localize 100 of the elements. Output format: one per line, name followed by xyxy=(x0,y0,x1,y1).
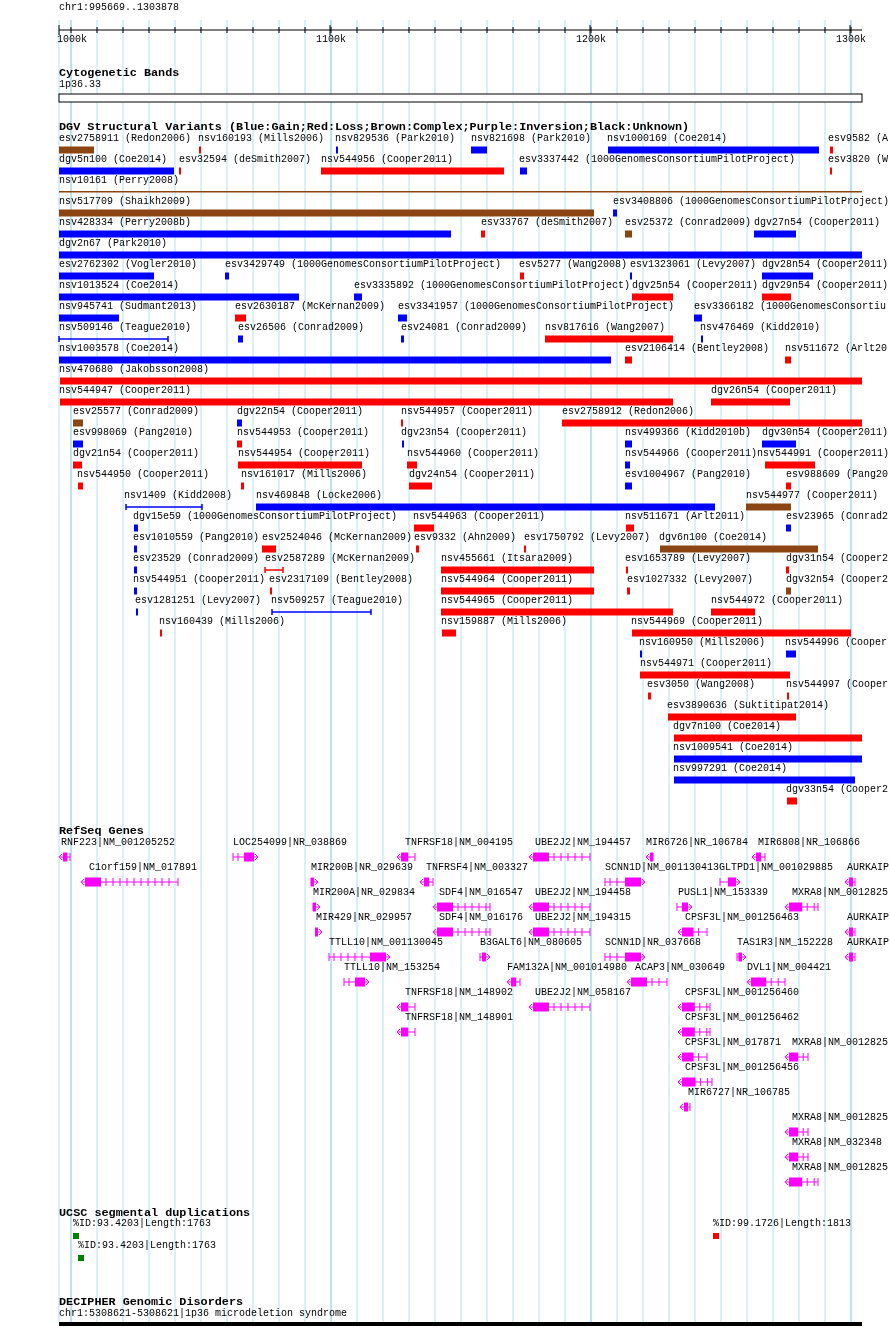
variant-label: dgv29n54 (Cooper2011) xyxy=(762,280,889,292)
variant-label: esv1653789 (Levy2007) xyxy=(625,553,752,565)
gene-label: SCNN1D|NR_037668 xyxy=(605,937,701,949)
gene-label: MIR6727|NR_106785 xyxy=(688,1087,791,1099)
gene-label: CPSF3L|NM_001256462 xyxy=(685,1012,800,1024)
gene-label: MIR6808|NR_106866 xyxy=(758,837,861,849)
variant-label: nsv544963 (Cooper2011) xyxy=(413,511,546,523)
variant-label: esv25577 (Conrad2009) xyxy=(73,406,200,418)
gene-label: C1orf159|NM_017891 xyxy=(89,862,198,874)
variant-label: nsv997291 (Coe2014) xyxy=(673,763,788,775)
variant-label: nsv544951 (Cooper2011) xyxy=(133,574,266,586)
variant-label: nsv544947 (Cooper2011) xyxy=(59,385,192,397)
variant-label: nsv511671 (Arlt2011) xyxy=(625,511,746,523)
gene-label: AURKAIP xyxy=(847,937,889,949)
variant-label: esv2587289 (McKernan2009) xyxy=(265,553,416,565)
gene-label: CPSF3L|NM_001256456 xyxy=(685,1062,800,1074)
variant-label: dgv32n54 (Cooper2 xyxy=(786,574,889,586)
variant-label: esv998069 (Pang2010) xyxy=(73,427,194,439)
variant-label: dgv5n100 (Coe2014) xyxy=(59,154,168,166)
variant-label: nsv544996 (Cooper xyxy=(785,637,888,649)
variant-label: esv3366182 (1000GenomesConsortiu xyxy=(694,301,887,313)
variant-label: esv1281251 (Levy2007) xyxy=(135,595,262,607)
gene-label: TNFRSF4|NM_003327 xyxy=(426,862,529,874)
variant-label: nsv428334 (Perry2008b) xyxy=(59,217,192,229)
variant-label: esv26506 (Conrad2009) xyxy=(238,322,365,334)
variant-label: nsv509146 (Teague2010) xyxy=(59,322,192,334)
gene-label: UBE2J2|NM_194315 xyxy=(535,912,631,924)
variant-label: nsv829536 (Park2010) xyxy=(335,133,456,145)
variant-label: nsv476469 (Kidd2010) xyxy=(700,322,821,334)
gene-label: DVL1|NM_004421 xyxy=(747,962,831,974)
gene-label: SDF4|NM_016547 xyxy=(439,887,523,899)
variant-label: esv33767 (deSmith2007) xyxy=(481,217,614,229)
variant-label: dgv22n54 (Cooper2011) xyxy=(237,406,364,418)
variant-label: nsv160950 (Mills2006) xyxy=(639,637,766,649)
gene-label: PUSL1|NM_153339 xyxy=(678,887,768,899)
gene-label: AURKAIP xyxy=(847,912,889,924)
gene-label: MXRA8|NM_0012825 xyxy=(792,1037,888,1049)
variant-label: dgv28n54 (Cooper2011) xyxy=(762,259,889,271)
variant-label: nsv160193 (Mills2006) xyxy=(198,133,325,145)
variant-label: esv5277 (Wang2008) xyxy=(519,259,628,271)
variant-label: nsv544957 (Cooper2011) xyxy=(401,406,534,418)
gene-label: SCNN1D|NM_001130413 xyxy=(605,862,720,874)
variant-label: esv1323061 (Levy2007) xyxy=(630,259,757,271)
gene-label: UBE2J2|NM_194458 xyxy=(535,887,631,899)
variant-label: dgv2n67 (Park2010) xyxy=(59,238,168,250)
variant-label: nsv1013524 (Coe2014) xyxy=(59,280,180,292)
gene-label: MIR200A|NR_029834 xyxy=(313,887,416,899)
variant-label: nsv1000169 (Coe2014) xyxy=(607,133,728,145)
variant-label: nsv1003578 (Coe2014) xyxy=(59,343,180,355)
variant-label: dgv23n54 (Cooper2011) xyxy=(401,427,528,439)
gene-label: GLTPD1|NM_001029885 xyxy=(719,862,834,874)
variant-label: nsv544965 (Cooper2011) xyxy=(441,595,574,607)
gene-label: MIR200B|NR_029639 xyxy=(311,862,414,874)
variant-label: esv1010559 (Pang2010) xyxy=(133,532,260,544)
variant-label: nsv817616 (Wang2007) xyxy=(545,322,666,334)
variant-label: esv32594 (deSmith2007) xyxy=(179,154,312,166)
variant-label: esv23529 (Conrad2009) xyxy=(133,553,260,565)
gene-label: TNFRSF18|NM_148901 xyxy=(405,1012,514,1024)
axis-tick-label: 1000k xyxy=(57,34,87,46)
variant-label: esv9332 (Ahn2009) xyxy=(414,532,517,544)
variant-label: esv2106414 (Bentley2008) xyxy=(625,343,770,355)
variant-label: esv24081 (Conrad2009) xyxy=(401,322,528,334)
band-label: 1p36.33 xyxy=(59,79,101,91)
variant-label: nsv10161 (Perry2008) xyxy=(59,175,180,187)
gene-label: MXRA8|NM_0012825 xyxy=(792,1162,888,1174)
variant-label: nsv159887 (Mills2006) xyxy=(441,616,568,628)
variant-label: esv2630187 (McKernan2009) xyxy=(235,301,386,313)
gene-label: LOC254099|NR_038869 xyxy=(233,837,348,849)
variant-label: esv3050 (Wang2008) xyxy=(647,679,756,691)
variant-label: dgv25n54 (Cooper2011) xyxy=(632,280,759,292)
gene-label: AURKAIP xyxy=(847,862,889,874)
variant-label: nsv511672 (Arlt20 xyxy=(785,343,888,355)
variant-label: nsv544954 (Cooper2011) xyxy=(238,448,371,460)
gene-label: MXRA8|NM_0012825 xyxy=(792,1112,888,1124)
variant-label: nsv544964 (Cooper2011) xyxy=(441,574,574,586)
gene-label: TAS1R3|NM_152228 xyxy=(737,937,833,949)
variant-label: nsv544969 (Cooper2011) xyxy=(631,616,764,628)
variant-label: nsv517709 (Shaikh2009) xyxy=(59,196,192,208)
gene-label: MIR429|NR_029957 xyxy=(316,912,412,924)
duplication-label: %ID:99.1726|Length:1813 xyxy=(713,1218,852,1230)
variant-label: nsv161017 (Mills2006) xyxy=(241,469,368,481)
axis-tick-label: 1200k xyxy=(576,34,606,46)
variant-label: dgv6n100 (Coe2014) xyxy=(659,532,768,544)
track-title: DECIPHER Genomic Disorders xyxy=(59,1296,244,1309)
gene-label: CPSF3L|NM_001256460 xyxy=(685,987,800,999)
variant-label: nsv455661 (Itsara2009) xyxy=(441,553,574,565)
variant-label: nsv544997 (Cooper xyxy=(786,679,889,691)
variant-label: dgv31n54 (Cooper2 xyxy=(786,553,889,565)
variant-label: nsv544991 (Cooper2011) xyxy=(757,448,890,460)
variant-label: esv2758911 (Redon2006) xyxy=(59,133,192,145)
variant-label: nsv544950 (Cooper2011) xyxy=(77,469,210,481)
variant-label: nsv821698 (Park2010) xyxy=(471,133,592,145)
variant-label: nsv544977 (Cooper2011) xyxy=(746,490,879,502)
variant-label: dgv15e59 (1000GenomesConsortiumPilotProject) xyxy=(133,511,398,523)
gene-label: TNFRSF18|NM_148902 xyxy=(405,987,514,999)
variant-label: esv3890636 (Suktitipat2014) xyxy=(667,700,830,712)
variant-label: nsv544972 (Cooper2011) xyxy=(711,595,844,607)
gene-label: MXRA8|NM_0012825 xyxy=(792,887,888,899)
variant-label: dgv27n54 (Cooper2011) xyxy=(754,217,881,229)
variant-label: esv9582 (A xyxy=(828,133,888,145)
